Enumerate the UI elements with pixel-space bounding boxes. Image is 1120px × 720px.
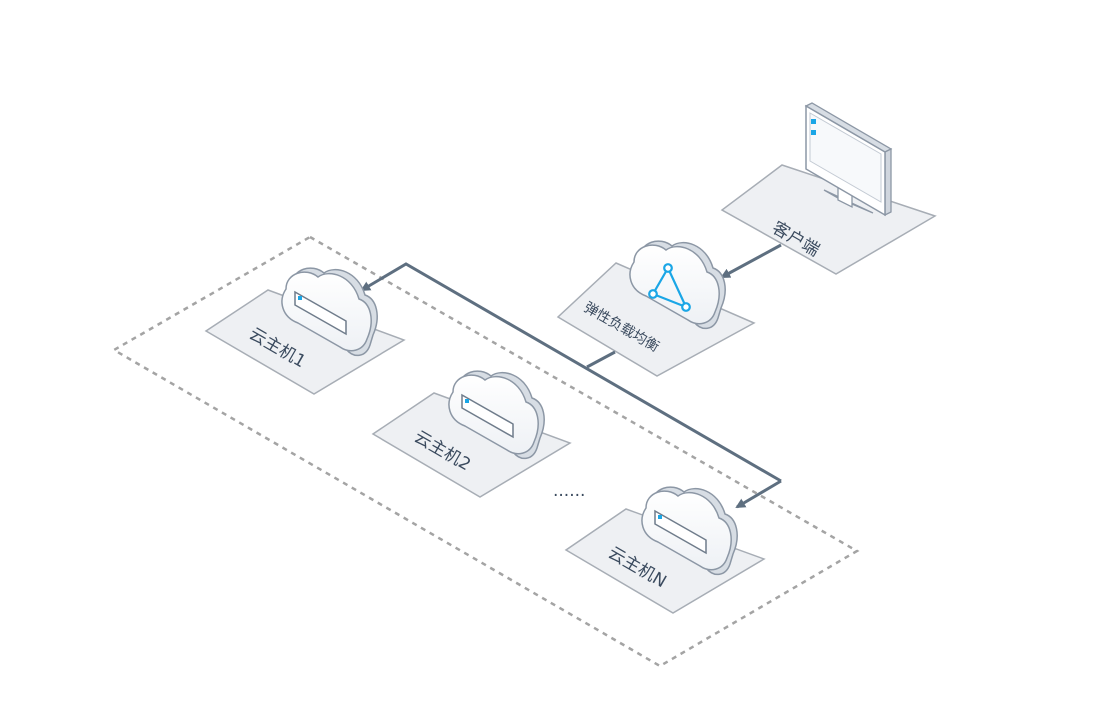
elb-node: 弹性负载均衡 [556,240,756,377]
cloud-server-icon [641,486,738,576]
more-servers-ellipsis: ...... [553,481,585,501]
vm1-node: 云主机1 [204,267,406,395]
client-node: 客户端 [720,102,937,275]
elb-distribution-lines [360,262,782,509]
load-balancer-icon [648,263,691,312]
cloud-server-icon [281,267,378,357]
cloud-server-icon [448,370,545,460]
vm2-node: 云主机2 [371,370,572,498]
server-group-boundary [111,235,860,668]
elb-to-vm1-arrow [360,262,782,483]
elb-to-vmN-arrow [735,479,782,509]
client-to-elb-arrow [720,243,782,279]
monitor-icon [804,102,893,217]
vmN-node: 云主机N [564,486,766,614]
